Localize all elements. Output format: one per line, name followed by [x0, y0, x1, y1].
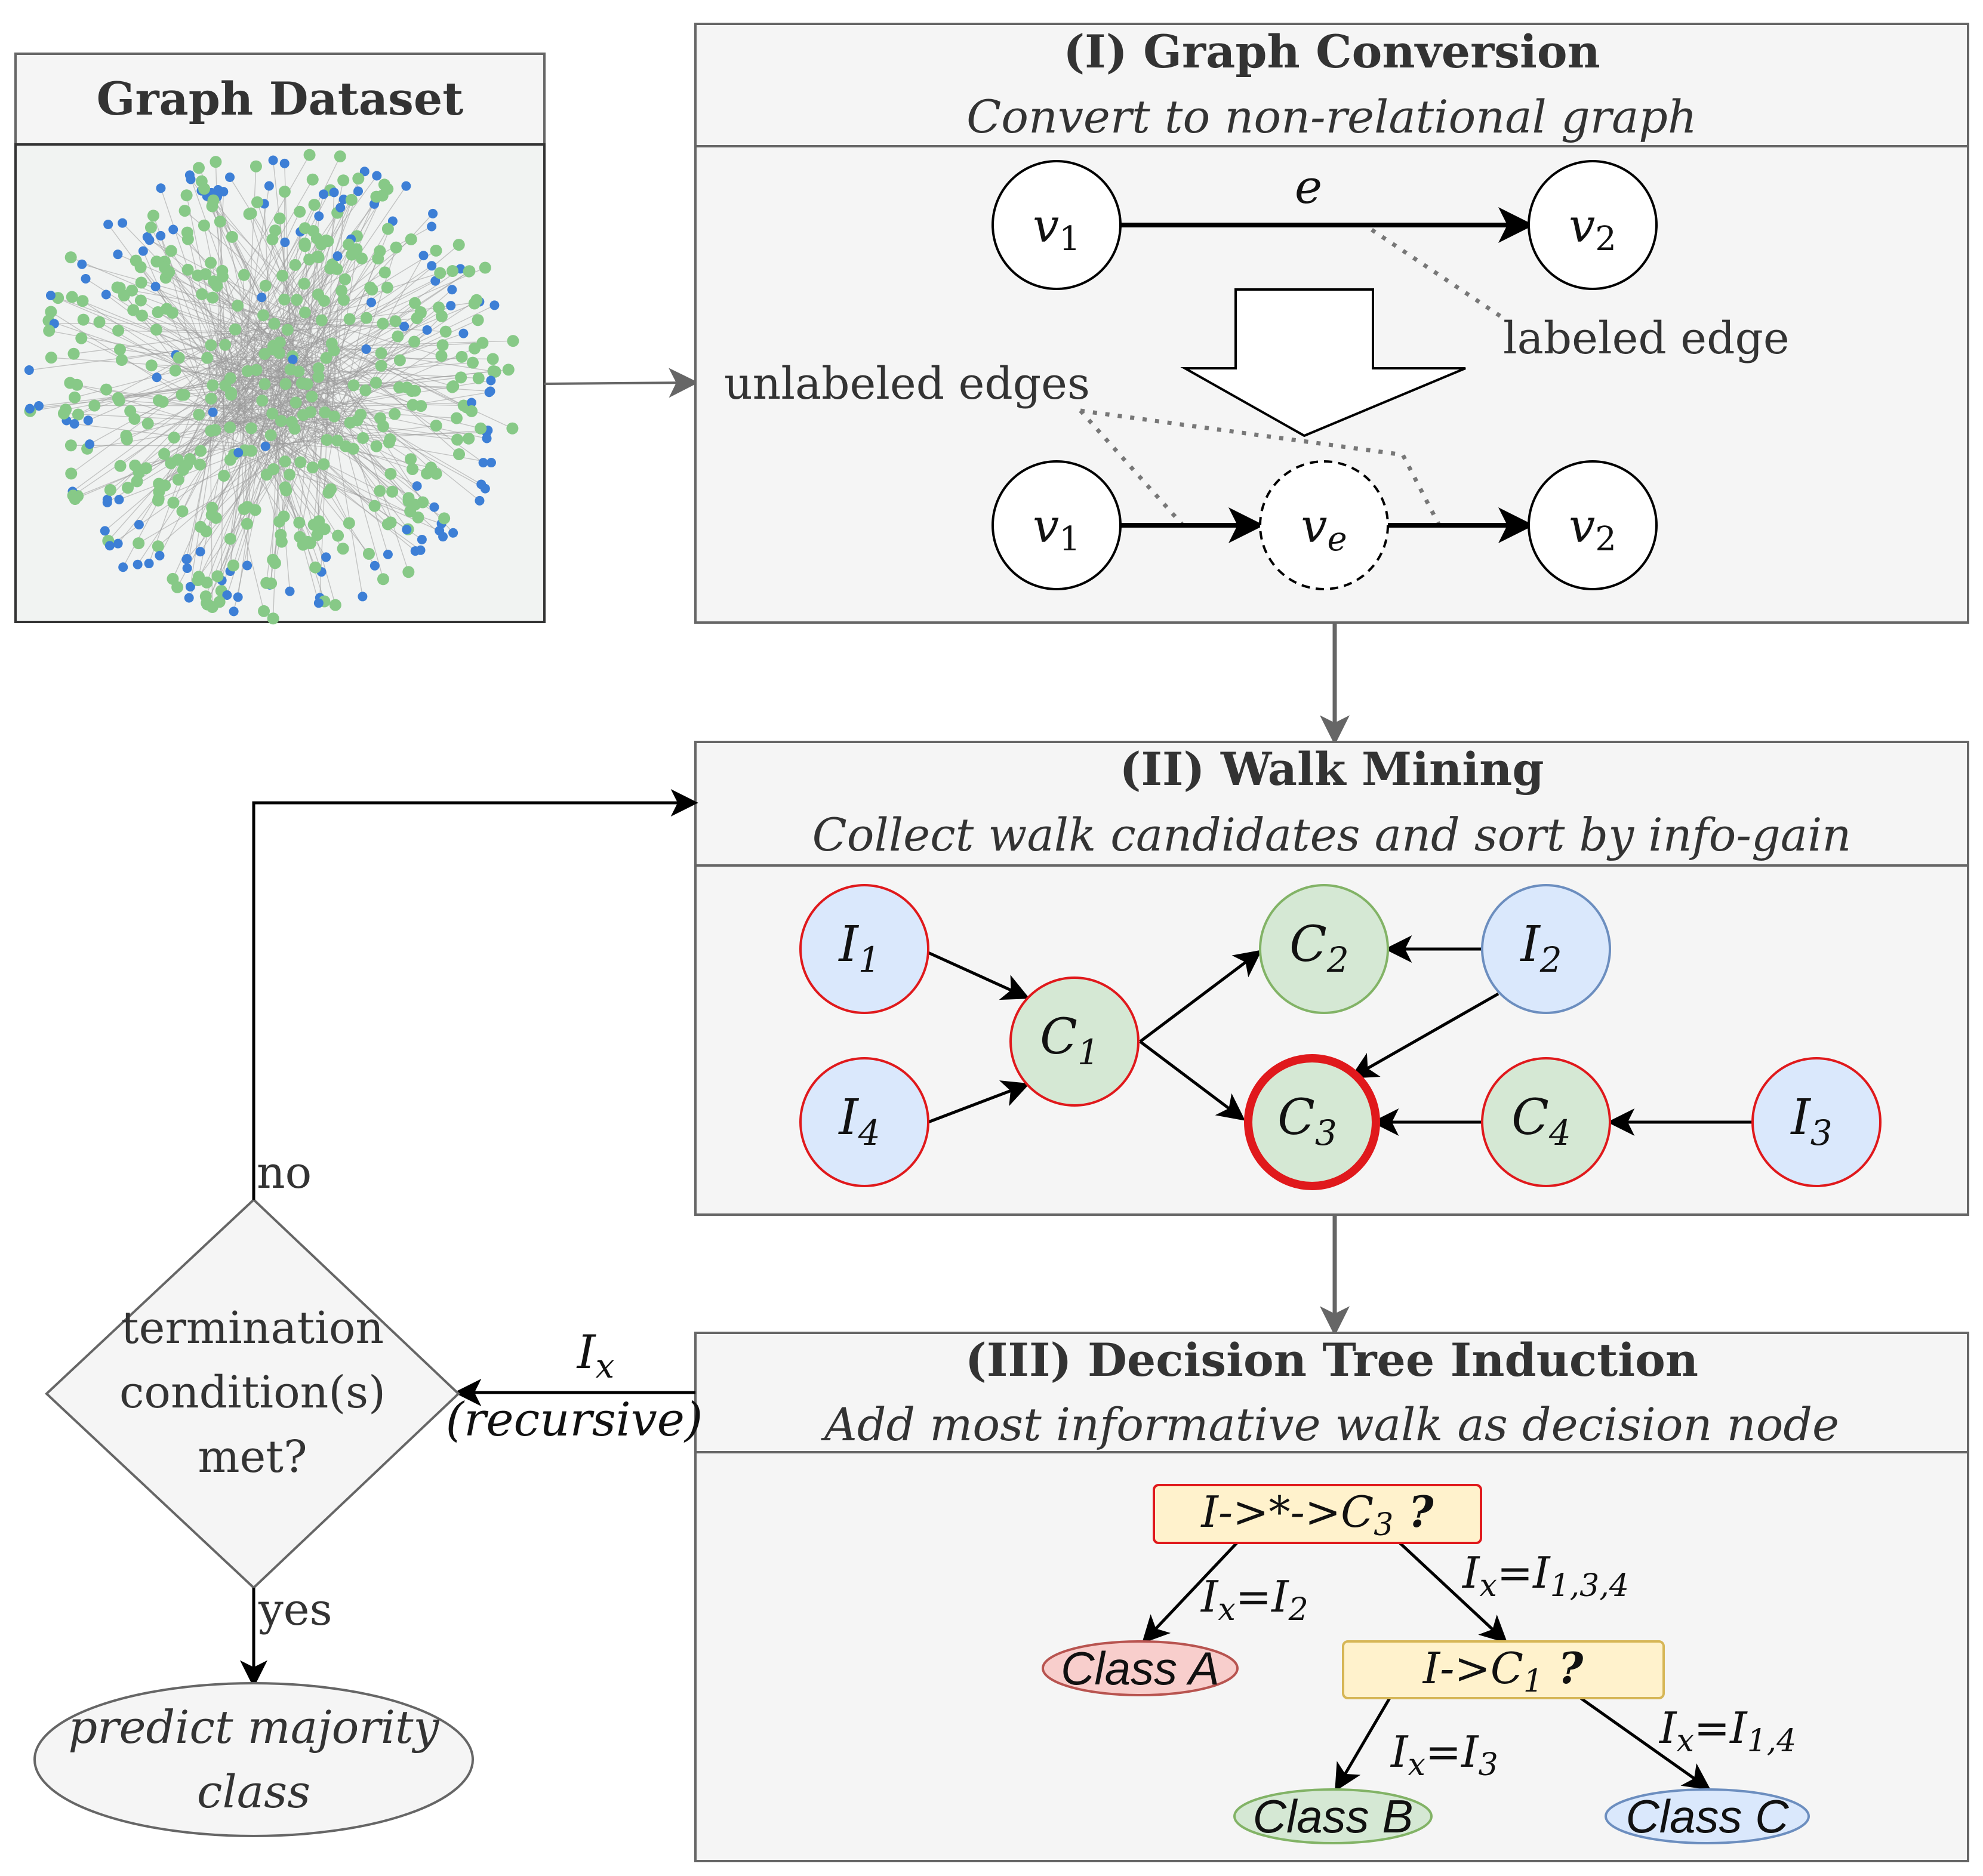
walk-edge-c1-c2: [1139, 950, 1263, 1043]
walk-node-i3: [1751, 1057, 1882, 1187]
tree-edge-root-a: [1141, 1542, 1238, 1644]
walk-edge-c1-c3: [1139, 1040, 1246, 1121]
unlabeled-pointer-left: [1079, 409, 1184, 526]
edge-label-left: Ix=I2: [1200, 1572, 1308, 1628]
no-loop-arrow: [252, 789, 698, 1200]
dataset-to-conversion-arrow: [544, 368, 699, 398]
class-a-leaf: [1042, 1640, 1239, 1696]
node-v1-bottom: [992, 460, 1122, 590]
tree-edge-child-c: [1579, 1696, 1711, 1791]
node-ve: [1259, 460, 1389, 590]
walk-mining-panel: (II) Walk Mining Collect walk candidates…: [694, 741, 1969, 1216]
node-v2-bottom-label: v2: [1569, 500, 1616, 559]
tree-edge-root-child: [1399, 1542, 1508, 1644]
recursive-var-label: Ix: [576, 1326, 614, 1386]
decision-line-3: met?: [198, 1431, 307, 1483]
node-v1-top: [992, 160, 1122, 290]
edge-label-right: Ix=I1,3,4: [1461, 1548, 1629, 1604]
decision-tree-title: (III) Decision Tree Induction: [965, 1333, 1698, 1387]
graph-dataset-panel: Graph Dataset: [14, 53, 546, 625]
walk-mining-subtitle: Collect walk candidates and sort by info…: [812, 808, 1852, 861]
graph-conversion-panel: (I) Graph Conversion Convert to non-rela…: [694, 23, 1969, 624]
graph-nodes: [24, 149, 519, 625]
class-b-label: Class B: [1253, 1790, 1414, 1843]
labeled-edge-pointer: [1371, 228, 1505, 321]
walk-node-c2-label: C2: [1289, 916, 1349, 980]
walk-node-i2: [1481, 884, 1611, 1014]
class-b-leaf: [1233, 1788, 1433, 1844]
walk-node-c2: [1259, 884, 1389, 1014]
decision-line-1: termination: [121, 1302, 384, 1354]
walk-edge-i4-c1: [928, 1080, 1030, 1124]
walk-node-i1: [799, 884, 929, 1014]
walk-node-i3-label: I3: [1790, 1089, 1832, 1153]
walk-node-c1: [1009, 976, 1140, 1107]
decision-tree-panel: (III) Decision Tree Induction Add most i…: [694, 1332, 1969, 1862]
recursive-label: (recursive): [446, 1393, 703, 1447]
walk-node-i1-label: I1: [837, 916, 880, 980]
edge-label-c: Ix=I1,4: [1658, 1703, 1796, 1759]
tree-edge-child-b: [1335, 1697, 1391, 1792]
root-decision-node: [1153, 1484, 1482, 1544]
walk-node-c4-label: C4: [1511, 1089, 1571, 1153]
walk-node-c4: [1481, 1057, 1611, 1187]
walk-node-c3: [1244, 1054, 1380, 1190]
yes-label: yes: [258, 1584, 332, 1635]
child-decision-node: [1342, 1640, 1665, 1699]
flow-control: Ix (recursive) termination condition(s) …: [33, 789, 703, 1837]
unlabeled-edges-note: unlabeled edges: [724, 358, 1090, 409]
node-v2-bottom: [1528, 460, 1658, 590]
root-decision-label: I->*->C3 ?: [1200, 1486, 1434, 1543]
predict-majority-terminal: [33, 1682, 474, 1837]
walk-edge-i2-c3: [1350, 992, 1499, 1079]
child-decision-label: I->C1 ?: [1422, 1643, 1584, 1699]
terminal-line-1: predict majority: [69, 1701, 440, 1754]
labeled-edge-note: labeled edge: [1503, 313, 1790, 364]
graph-conversion-subtitle: Convert to non-relational graph: [966, 90, 1697, 143]
decision-tree-subtitle: Add most informative walk as decision no…: [821, 1398, 1839, 1451]
walk-node-i4-label: I4: [837, 1089, 880, 1153]
walk-edge-i1-c1: [927, 951, 1030, 1000]
graph-conversion-title: (I) Graph Conversion: [1063, 25, 1600, 78]
node-v2-top: [1528, 160, 1658, 290]
walk-mining-title: (II) Walk Mining: [1120, 743, 1544, 796]
no-label: no: [257, 1147, 312, 1199]
class-a-label: Class A: [1061, 1642, 1220, 1695]
edge-label-b: Ix=I3: [1390, 1727, 1498, 1783]
node-v1-top-label: v1: [1033, 199, 1080, 258]
walk-node-c1-label: C1: [1040, 1009, 1100, 1073]
node-v1-bottom-label: v1: [1033, 500, 1080, 559]
terminal-line-2: class: [197, 1765, 310, 1818]
edge-label-e: e: [1295, 161, 1322, 214]
decision-line-2: condition(s): [119, 1367, 386, 1418]
node-v2-top-label: v2: [1569, 199, 1616, 258]
class-c-leaf: [1605, 1788, 1810, 1844]
node-ve-label: ve: [1301, 500, 1347, 559]
graph-network-image: [24, 149, 519, 625]
graph-dataset-title: Graph Dataset: [97, 72, 464, 125]
walk-node-c3-label: C3: [1277, 1089, 1337, 1153]
unlabeled-pointer-right: [1080, 408, 1441, 525]
walk-node-i4: [799, 1057, 929, 1187]
walk-node-i2-label: I2: [1519, 916, 1562, 980]
transform-down-arrow: [1180, 288, 1466, 438]
class-c-label: Class C: [1625, 1790, 1789, 1843]
